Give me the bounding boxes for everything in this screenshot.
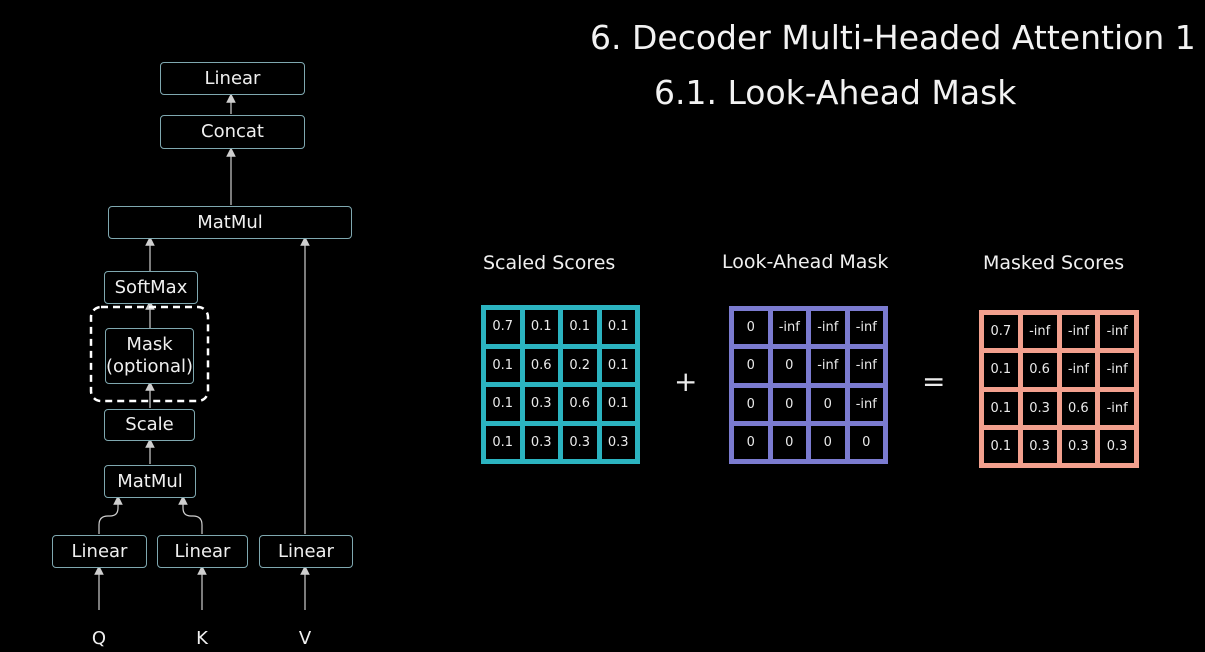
matrix-cell: 0.6: [524, 348, 558, 382]
matrix-cell: 0.1: [563, 310, 597, 344]
matrix-cell: 0.3: [1022, 391, 1057, 425]
matrix-cell: -inf: [849, 387, 883, 421]
matrix-cell: -inf: [1061, 315, 1096, 349]
matrix-cell: 0.1: [601, 348, 635, 382]
matrix-cell: 0.1: [984, 429, 1018, 463]
optional-dashed-box: [89, 305, 210, 403]
arrow-linear-k-matmul: [178, 495, 203, 534]
equals-operator: =: [922, 365, 946, 398]
matrix-cell: 0.3: [563, 425, 597, 459]
matrix-cell: 0.1: [486, 387, 520, 421]
matrix-cell: 0: [734, 311, 768, 345]
matrix-cell: 0: [811, 425, 845, 459]
concat-block: Concat: [160, 115, 305, 149]
matrix-cell: 0.3: [1022, 429, 1057, 463]
arrow-linear-q-matmul: [98, 495, 123, 534]
matrix-cell: -inf: [1100, 353, 1134, 387]
matrix-cell: 0.7: [984, 315, 1018, 349]
matrix-cell: 0.3: [524, 425, 558, 459]
matrix-cell: -inf: [1100, 391, 1134, 425]
matrix-cell: 0: [772, 425, 806, 459]
matrix-cell: 0.1: [601, 387, 635, 421]
matrix-cell: -inf: [849, 349, 883, 383]
matrix-cell: 0.6: [563, 387, 597, 421]
masked-scores-label: Masked Scores: [983, 252, 1125, 274]
mask-block: Mask (optional): [105, 328, 194, 384]
linear-v-block: Linear: [259, 535, 353, 568]
softmax-block: SoftMax: [104, 271, 198, 304]
matrix-cell: 0.6: [1022, 353, 1057, 387]
input-v: V: [298, 628, 312, 649]
matrix-cell: 0: [734, 349, 768, 383]
matrix-cell: 0.1: [984, 353, 1018, 387]
scaled-scores-label: Scaled Scores: [483, 252, 616, 274]
matrix-cell: 0.3: [1100, 429, 1134, 463]
scale-block: Scale: [104, 409, 195, 441]
matrix-cell: -inf: [1061, 353, 1096, 387]
matrix-cell: 0.7: [486, 310, 520, 344]
matrix-cell: -inf: [1100, 315, 1134, 349]
linear-k-block: Linear: [157, 535, 248, 568]
matrix-cell: -inf: [811, 349, 845, 383]
matrix-cell: 0: [849, 425, 883, 459]
matrix-cell: 0.3: [601, 425, 635, 459]
matrix-cell: 0.1: [984, 391, 1018, 425]
plus-operator: +: [674, 365, 698, 398]
matrix-cell: 0: [734, 387, 768, 421]
input-q: Q: [91, 628, 107, 649]
matrix-cell: 0.1: [524, 310, 558, 344]
matrix-cell: 0: [734, 425, 768, 459]
input-k: K: [196, 628, 208, 649]
slide-title: 6. Decoder Multi-Headed Attention 1: [590, 18, 1196, 57]
matrix-cell: 0.1: [486, 425, 520, 459]
matrix-cell: -inf: [772, 311, 806, 345]
matrix-cell: 0.1: [601, 310, 635, 344]
matmul-top-block: MatMul: [108, 206, 352, 239]
matrix-cell: 0.3: [524, 387, 558, 421]
matrix-cell: -inf: [849, 311, 883, 345]
matrix-cell: 0.1: [486, 348, 520, 382]
matrix-cell: 0.2: [563, 348, 597, 382]
look-ahead-mask-label: Look-Ahead Mask: [722, 251, 889, 273]
matrix-cell: 0.6: [1061, 391, 1096, 425]
matrix-cell: 0: [772, 349, 806, 383]
matrix-cell: 0.3: [1061, 429, 1096, 463]
linear-top-block: Linear: [160, 62, 305, 95]
matrix-cell: 0: [811, 387, 845, 421]
slide-subtitle: 6.1. Look-Ahead Mask: [654, 73, 1017, 112]
matrix-cell: -inf: [1022, 315, 1057, 349]
matmul-bottom-block: MatMul: [104, 465, 196, 498]
matrix-cell: -inf: [811, 311, 845, 345]
linear-q-block: Linear: [52, 535, 147, 568]
matrix-cell: 0: [772, 387, 806, 421]
